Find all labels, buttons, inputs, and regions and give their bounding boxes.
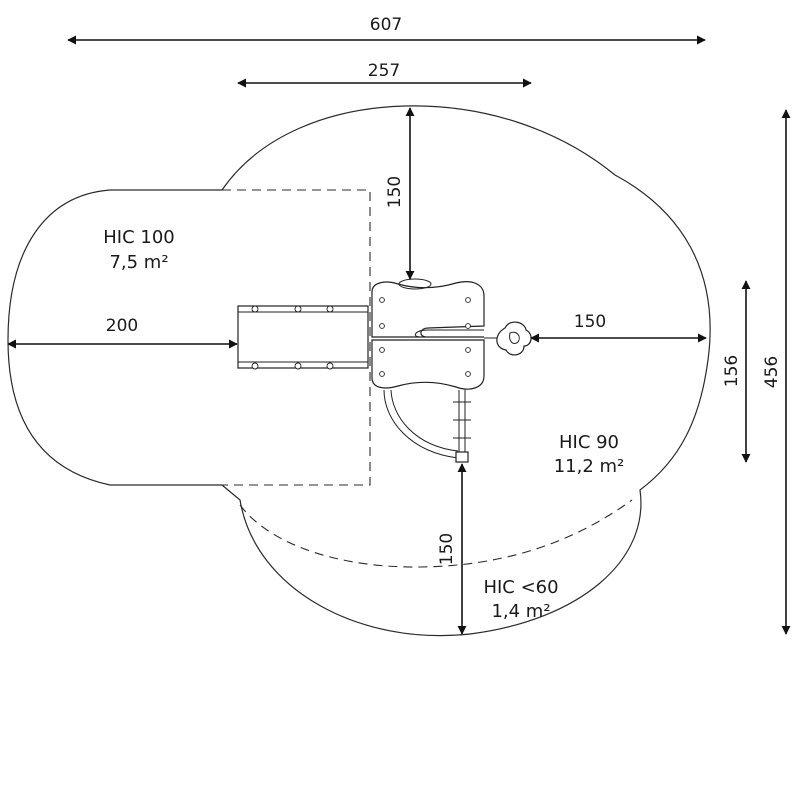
zone-hic60-label: HIC <60: [483, 577, 558, 598]
safety-zone-outline: [7, 105, 711, 637]
ladder: [453, 390, 471, 463]
slide: [237, 305, 369, 370]
zone-hic100-area: 7,5 m²: [109, 252, 168, 273]
dim-right-inner-height: 156: [722, 355, 742, 387]
dim-right-clearance: 150: [574, 312, 606, 332]
hic60-zone-boundary: [239, 499, 633, 568]
zone-hic90-label: HIC 90: [559, 432, 619, 453]
zone-hic90-area: 11,2 m²: [554, 456, 625, 477]
dim-top-clearance: 150: [385, 176, 405, 208]
dim-overall-height: 456: [762, 356, 782, 388]
dim-left-clearance: 200: [106, 316, 138, 336]
steering-wheel: [484, 321, 532, 356]
dim-inner-width: 257: [368, 61, 400, 81]
dim-overall-width: 607: [370, 15, 402, 35]
hic100-zone-boundary: [222, 189, 371, 486]
climbing-bar: [383, 389, 459, 459]
zone-hic60-area: 1,4 m²: [491, 601, 550, 622]
zone-hic100-label: HIC 100: [103, 227, 175, 248]
platform: [371, 278, 485, 390]
dim-bottom-clearance: 150: [437, 533, 457, 565]
